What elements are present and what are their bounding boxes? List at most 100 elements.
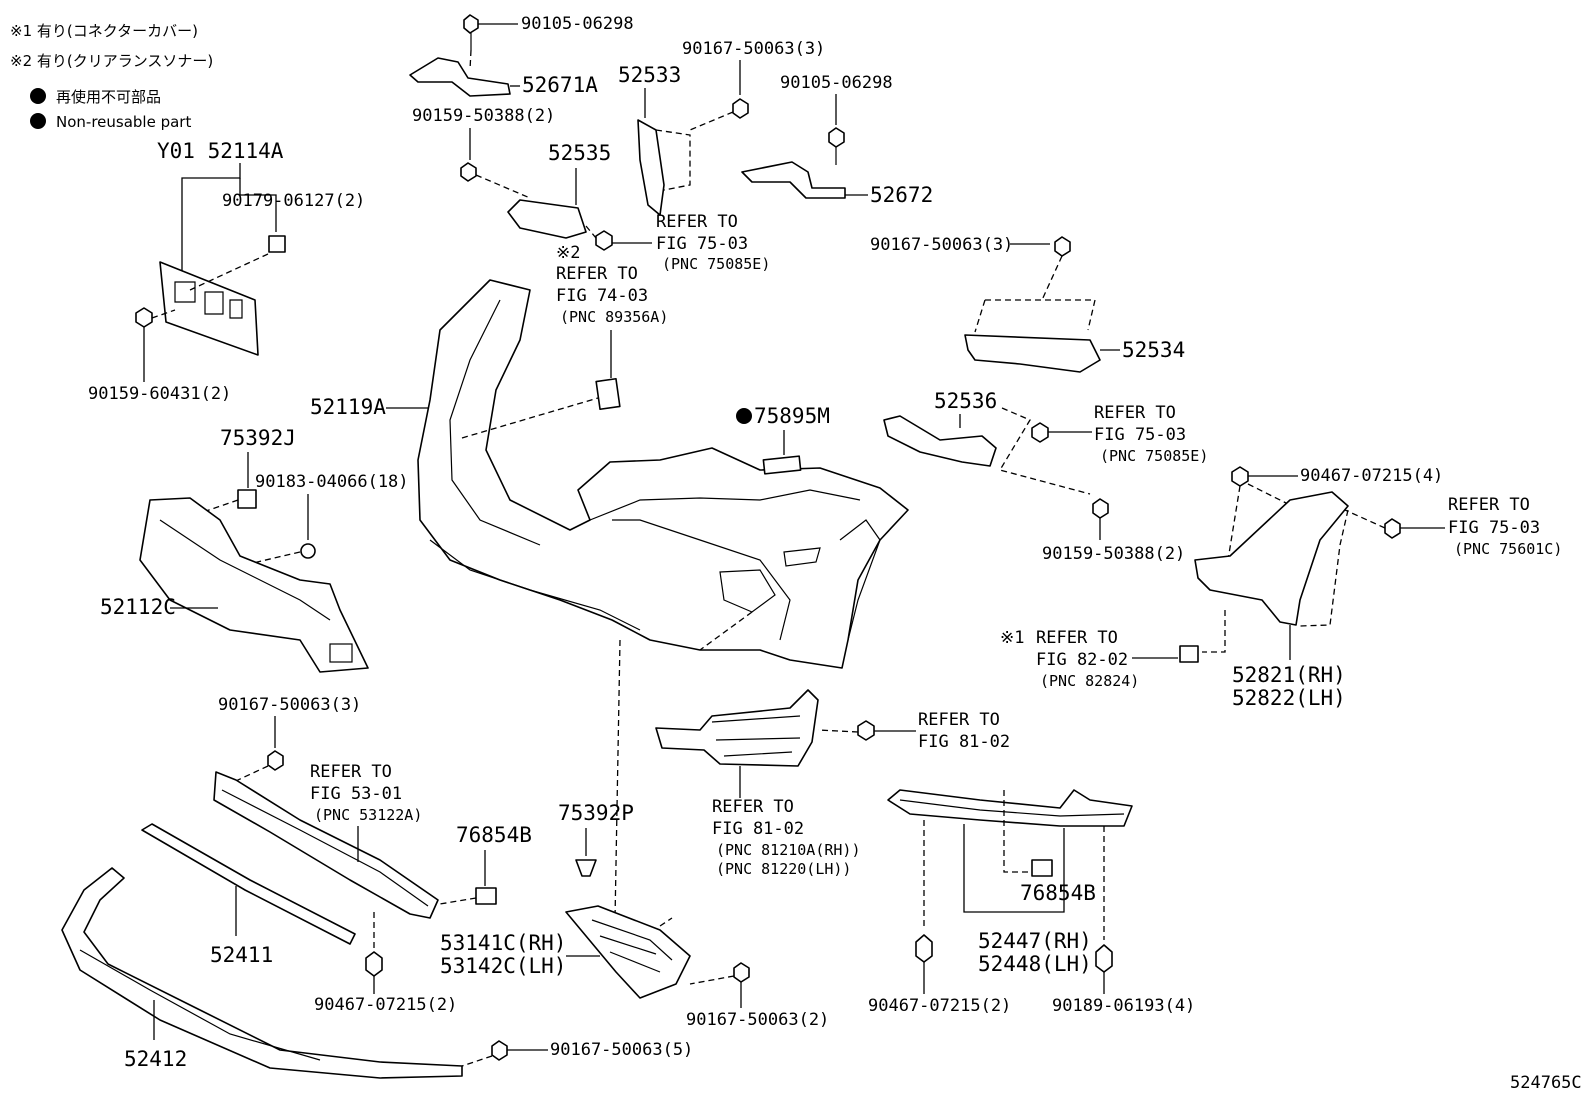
lower-grille-group: 90167-50063(3) REFER TO FIG 53-01 (PNC 5…: [141, 695, 532, 1015]
license-plate-bracket[interactable]: [159, 261, 259, 356]
label-76854B-right[interactable]: 76854B: [1020, 881, 1096, 905]
label-90167-50063-mid[interactable]: 90167-50063(3): [870, 235, 1013, 255]
label-90159-60431[interactable]: 90159-60431(2): [88, 384, 231, 404]
connector-cover-icon: [1179, 645, 1199, 663]
clip-76854B[interactable]: [1031, 859, 1053, 877]
bracket-52672[interactable]: [741, 161, 846, 199]
ref-81-02-b-line-2[interactable]: FIG 81-02: [712, 819, 804, 839]
bracket-52534-group: 90167-50063(3) 52534: [870, 235, 1185, 373]
molding-52411[interactable]: [141, 823, 356, 945]
label-52671A[interactable]: 52671A: [522, 73, 598, 97]
bracket-52533-group: 52533 90167-50063(3): [618, 39, 825, 216]
label-90467-07215-2-right[interactable]: 90467-07215(2): [868, 996, 1011, 1016]
bracket-52671A-group: 90105-06298 52671A: [409, 14, 634, 97]
label-90179-06127[interactable]: 90179-06127(2): [222, 191, 365, 211]
label-90167-50063-left[interactable]: 90167-50063(3): [218, 695, 361, 715]
clip-icon: [915, 934, 933, 963]
label-90159-50388-top[interactable]: 90159-50388(2): [412, 106, 555, 126]
fog-cover-53141C[interactable]: [565, 905, 691, 999]
ref-line-2: FIG 75-03: [1448, 518, 1540, 538]
label-52534[interactable]: 52534: [1122, 338, 1185, 362]
label-52536[interactable]: 52536: [934, 389, 997, 413]
label-90167-50063-top[interactable]: 90167-50063(3): [682, 39, 825, 59]
emblem-75895M-group: 75895M: [736, 404, 830, 475]
nonreusable-dot-icon: [30, 88, 46, 104]
ref-mark: ※1: [1000, 628, 1024, 648]
clip-nut-icon: [268, 235, 286, 253]
label-90167-50063-2[interactable]: 90167-50063(2): [686, 1010, 829, 1030]
clip-76854B[interactable]: [475, 887, 497, 905]
label-52412[interactable]: 52412: [124, 1047, 187, 1071]
label-90467-07215-4[interactable]: 90467-07215(4): [1300, 466, 1443, 486]
bracket-52533[interactable]: [637, 119, 665, 216]
label-52672[interactable]: 52672: [870, 183, 933, 207]
label-90105-06298-top[interactable]: 90105-06298: [521, 14, 634, 34]
bolt-icon: [828, 127, 845, 148]
label-52821[interactable]: 52821(RH): [1232, 663, 1346, 687]
side-molding-group: 76854B 52447(RH) 52448(LH) 90467-07215(2…: [868, 789, 1195, 1016]
ref-53-01-line-2[interactable]: FIG 53-01: [310, 784, 402, 804]
bumper-cover-group: 52119A: [310, 279, 909, 921]
label-Y01-52114A[interactable]: Y01 52114A: [157, 139, 284, 163]
label-52448[interactable]: 52448(LH): [978, 952, 1092, 976]
figure-id: 524765C: [1510, 1073, 1582, 1093]
clip-icon: [1095, 944, 1113, 973]
ref-line-1: REFER TO: [1094, 403, 1176, 423]
label-52411[interactable]: 52411: [210, 943, 273, 967]
reference-75-03-b[interactable]: REFER TO FIG 75-03 (PNC 75085E): [1094, 403, 1208, 465]
label-52447[interactable]: 52447(RH): [978, 929, 1092, 953]
ref-81-02-b-line-4[interactable]: (PNC 81220(LH)): [716, 860, 851, 878]
bracket-52536-group: 52536 90159-50388(2): [883, 389, 1185, 564]
absorber-group: 75392J 90183-04066(18) 52112C: [100, 426, 409, 673]
bracket-52536[interactable]: [883, 415, 997, 467]
fog-lamp-bracket[interactable]: [655, 689, 819, 767]
label-52112C[interactable]: 52112C: [100, 595, 176, 619]
label-76854B-left[interactable]: 76854B: [456, 823, 532, 847]
label-75895M[interactable]: 75895M: [754, 404, 830, 428]
bolt-icon: [1054, 236, 1071, 257]
label-90159-50388-right[interactable]: 90159-50388(2): [1042, 544, 1185, 564]
absorber-52112C[interactable]: [139, 497, 369, 673]
ref-81-02-a-line-2[interactable]: FIG 81-02: [918, 732, 1010, 752]
label-53142C[interactable]: 53142C(LH): [440, 954, 566, 978]
bumper-cover-52119A[interactable]: [417, 279, 909, 669]
label-90467-07215-2-left[interactable]: 90467-07215(2): [314, 995, 457, 1015]
side-retainer-52821[interactable]: [1194, 491, 1349, 626]
ref-81-02-b-line-1[interactable]: REFER TO: [712, 797, 794, 817]
bracket-52535[interactable]: [507, 199, 587, 239]
ref-mark: ※2: [556, 243, 580, 263]
side-retainer-group: 90467-07215(4) 52821(RH) 52822(LH): [1179, 466, 1445, 710]
ref-81-02-b-line-3[interactable]: (PNC 81210A(RH)): [716, 841, 861, 859]
bracket-52534[interactable]: [964, 334, 1101, 373]
reference-82-02[interactable]: ※1 REFER TO FIG 82-02 (PNC 82824): [1000, 628, 1178, 690]
label-52533[interactable]: 52533: [618, 63, 681, 87]
label-90183-04066[interactable]: 90183-04066(18): [255, 472, 409, 492]
label-90189-06193-4[interactable]: 90189-06193(4): [1052, 996, 1195, 1016]
label-90167-50063-5[interactable]: 90167-50063(5): [550, 1040, 693, 1060]
label-52822[interactable]: 52822(LH): [1232, 686, 1346, 710]
ref-53-01-line-1[interactable]: REFER TO: [310, 762, 392, 782]
fog-lamp-group: REFER TO FIG 81-02 REFER TO FIG 81-02 (P…: [655, 689, 1010, 878]
reference-74-03[interactable]: ※2 REFER TO FIG 74-03 (PNC 89356A): [556, 243, 668, 411]
clip-75392J[interactable]: [237, 489, 257, 509]
label-plate-75895M[interactable]: [762, 455, 802, 475]
bolt-icon: [1092, 498, 1109, 519]
label-75392J[interactable]: 75392J: [220, 426, 296, 450]
clip-75392P[interactable]: [575, 859, 597, 877]
spoiler-52412[interactable]: [61, 867, 463, 1079]
bracket-52671A[interactable]: [409, 57, 511, 97]
bolt-icon: [460, 162, 477, 182]
bolt-icon: [491, 1040, 508, 1061]
ref-81-02-a-line-1[interactable]: REFER TO: [918, 710, 1000, 730]
reference-75-03-a[interactable]: REFER TO FIG 75-03 (PNC 75085E): [656, 212, 770, 273]
lower-grille-reinforcement[interactable]: [213, 771, 439, 919]
sensor-retainer-icon: [595, 377, 621, 411]
label-53141C[interactable]: 53141C(RH): [440, 931, 566, 955]
molding-52447[interactable]: [887, 789, 1133, 827]
label-52535[interactable]: 52535: [548, 141, 611, 165]
label-52119A[interactable]: 52119A: [310, 395, 386, 419]
ref-53-01-line-3[interactable]: (PNC 53122A): [314, 806, 422, 824]
label-90105-06298-right[interactable]: 90105-06298: [780, 73, 893, 93]
label-75392P[interactable]: 75392P: [558, 801, 634, 825]
reference-75-03-c[interactable]: REFER TO FIG 75-03 (PNC 75601C): [1448, 495, 1562, 558]
